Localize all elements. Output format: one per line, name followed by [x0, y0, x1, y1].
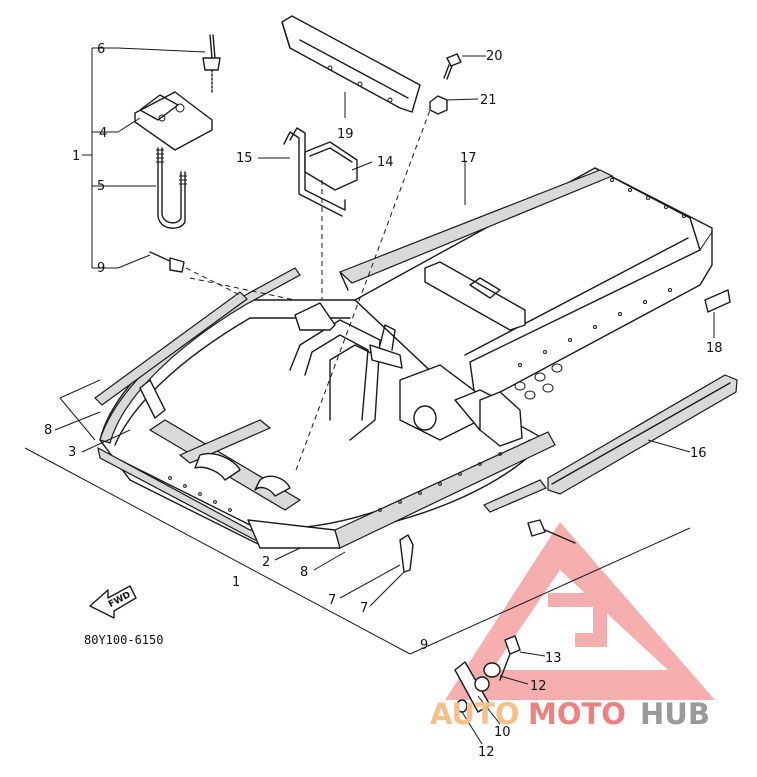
callout-6: 6: [97, 42, 105, 57]
fwd-arrow-icon: FWD: [89, 585, 137, 619]
part-16-strip: [547, 374, 738, 495]
callout-13: 13: [545, 651, 562, 666]
part-20-bolt: [443, 53, 462, 80]
leader-lines: [54, 47, 715, 745]
part-code: 80Y100-6150: [84, 633, 163, 647]
part-9-screw-right: [527, 519, 576, 544]
frame-body: [94, 167, 713, 549]
watermark-moto: MOTO: [528, 697, 626, 731]
watermark-auto: AUTO: [430, 697, 520, 731]
callout-2: 2: [262, 555, 270, 570]
callout-16: 16: [690, 446, 707, 461]
watermark: AUTO MOTO HUB: [430, 697, 710, 731]
part-18-label: [704, 289, 731, 313]
part-21-nut: [429, 95, 448, 115]
callout-12-bottom: 12: [478, 745, 495, 760]
callout-10: 10: [494, 725, 511, 740]
part-19-cover: [281, 15, 421, 113]
part-14-pad: [304, 141, 358, 191]
callout-1-top: 1: [72, 149, 80, 164]
callout-14: 14: [377, 155, 394, 170]
callout-7-left: 7: [328, 593, 336, 608]
callout-7-right: 7: [360, 601, 368, 616]
callout-4: 4: [99, 126, 107, 141]
callout-9-left: 9: [97, 261, 105, 276]
part-4-bracket: [134, 91, 213, 151]
part-9-screw-left: [149, 251, 241, 296]
part-7-clip: [399, 534, 414, 573]
callout-8-bottom: 8: [300, 565, 308, 580]
callout-12-right: 12: [530, 679, 547, 694]
part-8-small-strip: [483, 479, 547, 513]
callout-1-bottom: 1: [232, 575, 240, 590]
callout-9-bottom: 9: [420, 638, 428, 653]
callout-20: 20: [486, 49, 503, 64]
reference-plane: [24, 379, 691, 655]
callout-21: 21: [480, 93, 497, 108]
callout-labels: 6 4 1 5 9 19 20 21 15 14 17 18 16 8 3 2 …: [44, 42, 723, 760]
callout-17: 17: [460, 151, 477, 166]
callout-19: 19: [337, 127, 354, 142]
part-17-strip: [338, 169, 614, 291]
callout-15: 15: [236, 151, 253, 166]
callout-18: 18: [706, 341, 723, 356]
callout-3: 3: [68, 445, 76, 460]
callout-5: 5: [97, 179, 105, 194]
part-6-screw: [202, 34, 221, 93]
part-5-u-bolt: [156, 147, 187, 229]
watermark-hub: HUB: [640, 697, 710, 731]
callout-8-left: 8: [44, 423, 52, 438]
